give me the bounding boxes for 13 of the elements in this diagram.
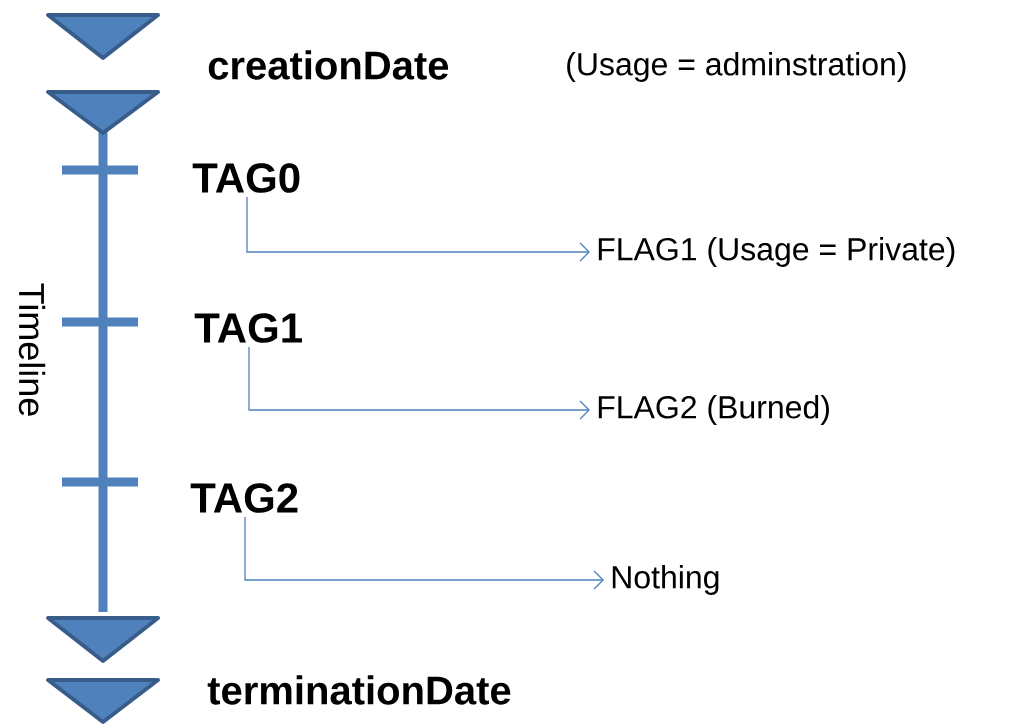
arrow — [246, 196, 590, 262]
flag-label: FLAG1 (Usage = Private) — [598, 237, 955, 267]
tag-label: TAG0 — [192, 163, 300, 193]
flag-label: Nothing — [612, 565, 719, 595]
flag-label: FLAG2 (Burned) — [598, 395, 829, 425]
tag-label: TAG1 — [194, 313, 302, 343]
arrow — [248, 346, 590, 420]
note-text: (Usage = adminstration) — [567, 52, 906, 82]
tag-label: TAG2 — [190, 483, 298, 513]
axis-label: Timeline — [18, 283, 46, 416]
arrow — [244, 516, 604, 590]
date-label: creationDate — [208, 50, 449, 80]
date-label: terminationDate — [207, 675, 511, 705]
